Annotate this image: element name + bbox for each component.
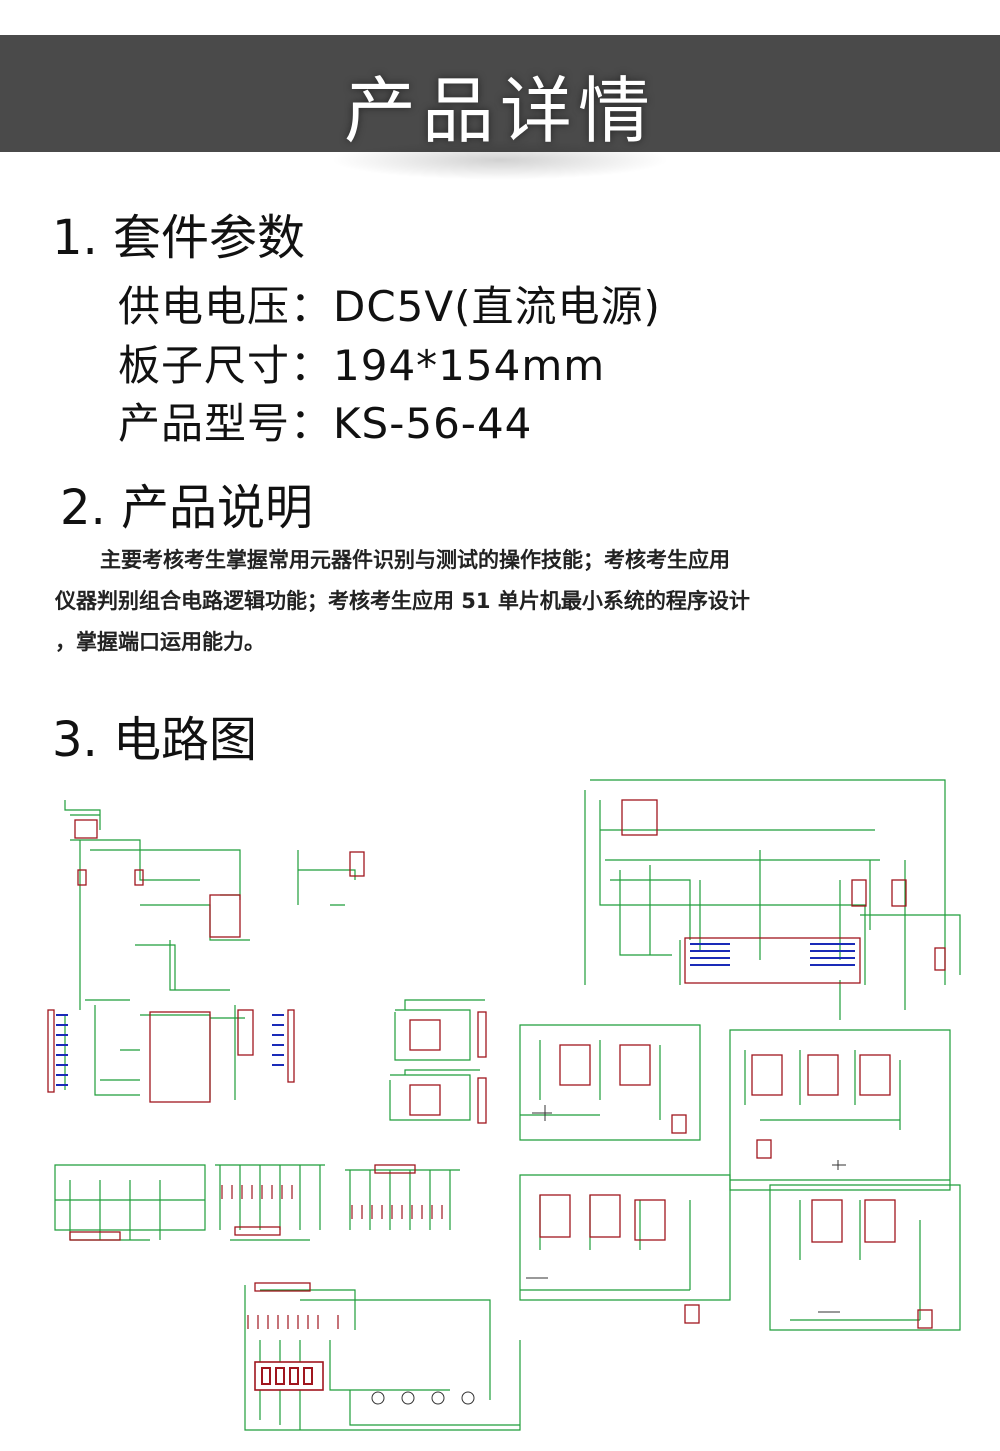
schematic-wires	[54, 779, 961, 1431]
section1-heading: 1. 套件参数	[52, 210, 306, 266]
param-size: 板子尺寸：194*154mm	[118, 341, 606, 390]
description-line: 仪器判别组合电路逻辑功能；考核考生应用 51 单片机最小系统的程序设计	[55, 589, 750, 613]
title-banner	[0, 35, 1000, 152]
description-paragraph: 主要考核考生掌握常用元器件识别与测试的操作技能；考核考生应用 仪器判别组合电路逻…	[55, 540, 935, 663]
transistor-icons	[371, 1105, 846, 1405]
param-voltage: 供电电压：DC5V(直流电源)	[118, 282, 661, 331]
schematic-label-marks	[56, 943, 855, 1086]
seven-segment-digits	[261, 1367, 313, 1385]
description-line: ，掌握端口运用能力。	[55, 630, 265, 654]
resistor-rows	[221, 1185, 443, 1329]
banner-shadow	[330, 140, 670, 180]
section2-heading: 2. 产品说明	[60, 480, 314, 536]
page-title: 产品详情	[343, 69, 656, 153]
param-model: 产品型号：KS-56-44	[118, 399, 533, 448]
section3-heading: 3. 电路图	[52, 712, 258, 768]
description-line: 主要考核考生掌握常用元器件识别与测试的操作技能；考核考生应用	[100, 548, 730, 572]
schematic-parts	[47, 799, 946, 1329]
